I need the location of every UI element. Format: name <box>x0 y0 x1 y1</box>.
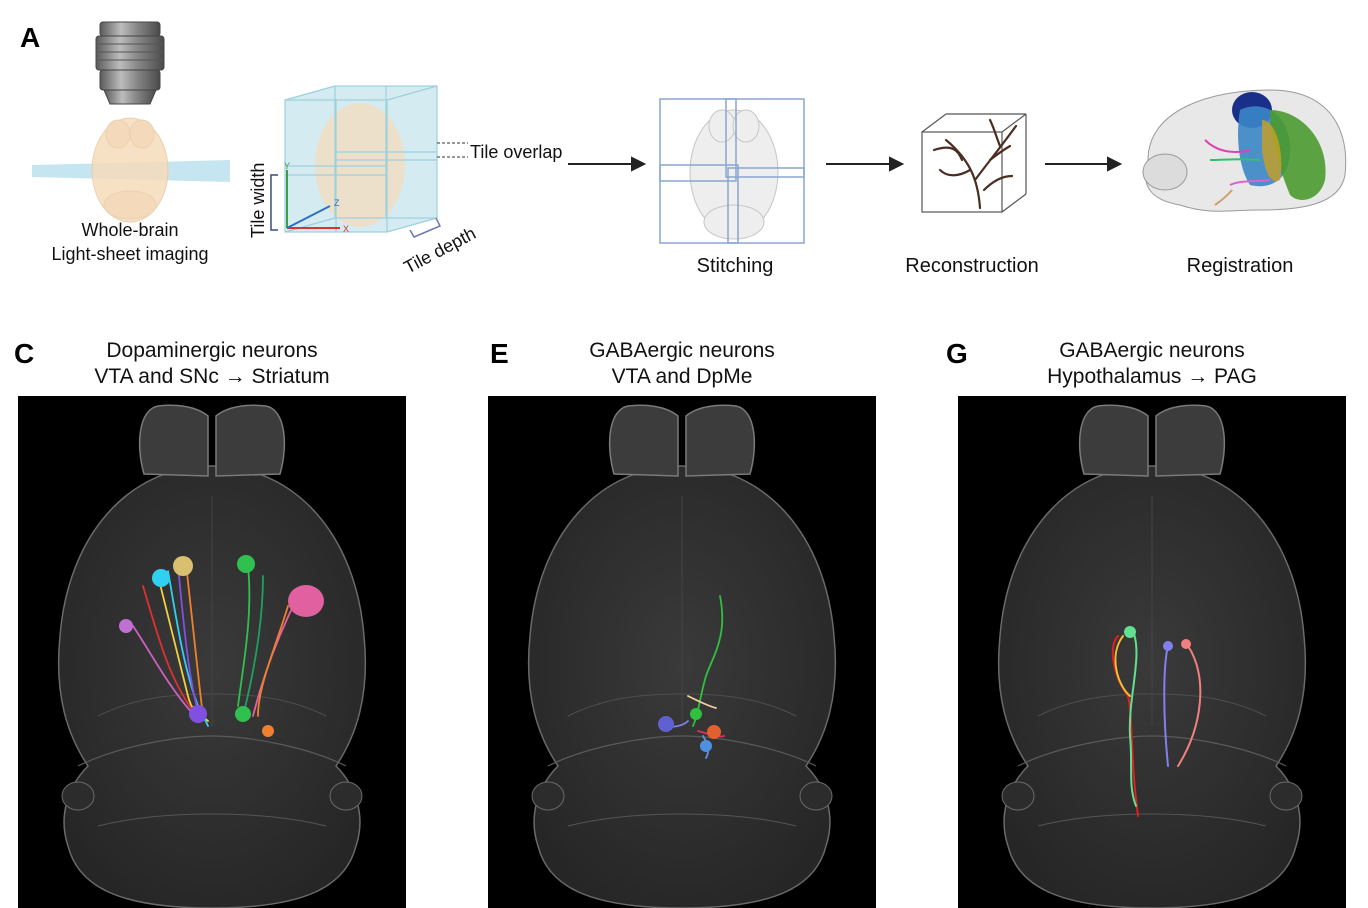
panel-e-title-line1: GABAergic neurons <box>589 339 775 362</box>
panel-g-title-line1: GABAergic neurons <box>1059 339 1245 362</box>
panel-g-title: GABAergic neurons Hypothalamus → PAG <box>958 338 1346 390</box>
tile-depth-label: Tile depth <box>400 223 479 277</box>
imaging-label-1: Whole-brain <box>81 220 178 240</box>
tile-overlap-label: Tile overlap <box>470 142 562 162</box>
axis-z-label: Z <box>334 198 340 208</box>
axis-x-label: X <box>343 224 349 234</box>
gaba-hypothalamus-soma-clusters <box>1124 626 1191 651</box>
reconstruction-icon <box>921 113 1027 213</box>
gaba-vta-soma-clusters <box>658 708 721 752</box>
panel-a-figure: Whole-brain Light-sheet imaging Y X Z <box>32 21 1347 278</box>
brain-icon-imaging <box>91 117 169 223</box>
panel-e-title: GABAergic neurons VTA and DpMe <box>488 338 876 390</box>
stitching-icon <box>659 98 805 244</box>
panel-c-image <box>18 396 406 908</box>
tile-cube: Y X Z <box>270 85 468 238</box>
pipeline-arrows <box>568 156 1123 172</box>
objective-lens-icon <box>95 21 165 105</box>
imaging-label-2: Light-sheet imaging <box>51 244 208 264</box>
axis-y-label: Y <box>284 161 290 171</box>
step-registration-label: Registration <box>1187 255 1294 277</box>
panel-letter-e: E <box>490 338 509 369</box>
panel-c-title-line2: VTA and SNc → Striatum <box>94 365 330 388</box>
panel-letter-a: A <box>20 22 41 53</box>
tile-width-label: Tile width <box>248 163 268 238</box>
panel-g-image <box>958 396 1346 908</box>
panel-c-title-line1: Dopaminergic neurons <box>106 339 318 362</box>
panel-letter-g: G <box>946 338 968 369</box>
panel-letter-c: C <box>14 338 35 369</box>
gaba-hypothalamus-neuron-traces <box>1111 630 1202 817</box>
panel-g-title-line2: Hypothalamus → PAG <box>1047 365 1257 388</box>
panel-e-title-line2: VTA and DpMe <box>611 365 753 388</box>
step-reconstruction-label: Reconstruction <box>905 255 1038 277</box>
panel-e-image <box>488 396 876 908</box>
registration-icon <box>1142 89 1347 212</box>
dopaminergic-soma-clusters <box>119 555 324 737</box>
step-stitching-label: Stitching <box>697 255 774 277</box>
panel-c-title: Dopaminergic neurons VTA and SNc → Stria… <box>18 338 406 390</box>
